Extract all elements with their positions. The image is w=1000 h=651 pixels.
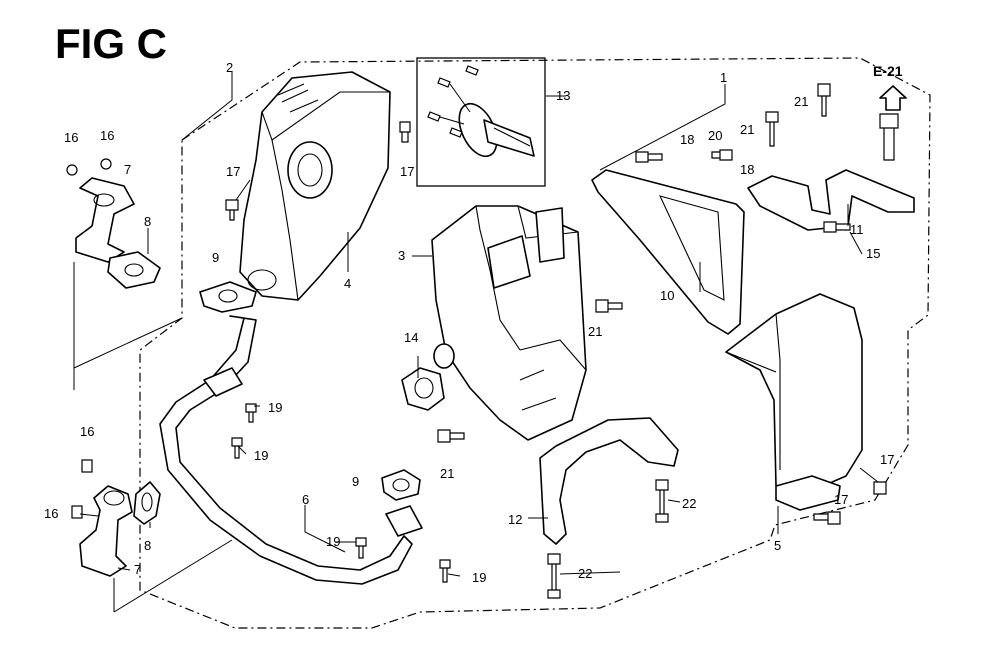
callout-16-b: 16	[100, 128, 114, 143]
callout-19-b: 19	[254, 448, 268, 463]
callout-21-a: 21	[740, 122, 754, 137]
part-14-clamp	[401, 367, 445, 411]
callout-19-c: 19	[326, 534, 340, 549]
part-3-muffler	[431, 205, 587, 441]
callout-16-a: 16	[64, 130, 78, 145]
figure-title: FIG C	[55, 20, 167, 67]
callout-19-a: 19	[268, 400, 282, 415]
part-7-elbow-lower	[71, 459, 133, 577]
callout-14: 14	[404, 330, 418, 345]
callout-16-c: 16	[80, 424, 94, 439]
callout-22-a: 22	[682, 496, 696, 511]
callout-15: 15	[866, 246, 880, 261]
callout-22-b: 22	[578, 566, 592, 581]
callout-2: 2	[226, 60, 233, 75]
callout-17-b: 17	[400, 164, 414, 179]
callout-21-d: 21	[440, 466, 454, 481]
part-8-gasket-lower	[133, 481, 161, 525]
part-7-elbow-upper	[66, 158, 135, 263]
part-12-stay	[539, 417, 679, 545]
callout-16-d: 16	[44, 506, 58, 521]
callout-7-lower: 7	[134, 562, 141, 577]
callout-1: 1	[720, 70, 727, 85]
callout-8-upper: 8	[144, 214, 151, 229]
reference-arrow-icon	[879, 85, 907, 111]
callout-17-a: 17	[226, 164, 240, 179]
callout-19-d: 19	[472, 570, 486, 585]
assembly-frame	[139, 57, 931, 629]
callout-21-b: 21	[794, 94, 808, 109]
part-5-heat-shield	[725, 293, 863, 511]
part-9-gasket-upper	[199, 281, 257, 313]
callout-labels: 1 2 3 4 5 6 7 7 8 8 9 9 10 11 12 13 14 1…	[44, 60, 894, 585]
callout-4: 4	[344, 276, 351, 291]
detail-box-13	[416, 57, 546, 187]
callout-13: 13	[556, 88, 570, 103]
reference-label: E-21	[873, 63, 903, 79]
part-4-muffler-protector	[239, 71, 391, 301]
callout-18-b: 18	[740, 162, 754, 177]
callout-8-lower: 8	[144, 538, 151, 553]
callout-9-upper: 9	[212, 250, 219, 265]
callout-10: 10	[660, 288, 674, 303]
callout-7-upper: 7	[124, 162, 131, 177]
callout-6: 6	[302, 492, 309, 507]
callout-11: 11	[850, 222, 864, 237]
bolt-icons	[225, 83, 899, 599]
part-11-stay	[747, 169, 915, 231]
leader-lines	[73, 72, 879, 613]
part-13-flange	[427, 65, 535, 158]
part-10-bracket	[591, 169, 745, 335]
part-8-gasket-upper	[107, 251, 161, 289]
callout-3: 3	[398, 248, 405, 263]
callout-17-d: 17	[834, 492, 848, 507]
part-6-exhaust-pipe	[159, 315, 423, 585]
callout-5: 5	[774, 538, 781, 553]
callout-9-lower: 9	[352, 474, 359, 489]
callout-21-c: 21	[588, 324, 602, 339]
callout-12: 12	[508, 512, 522, 527]
part-9-gasket-lower	[381, 469, 421, 501]
callout-20: 20	[708, 128, 722, 143]
callout-18-a: 18	[680, 132, 694, 147]
callout-17-c: 17	[880, 452, 894, 467]
